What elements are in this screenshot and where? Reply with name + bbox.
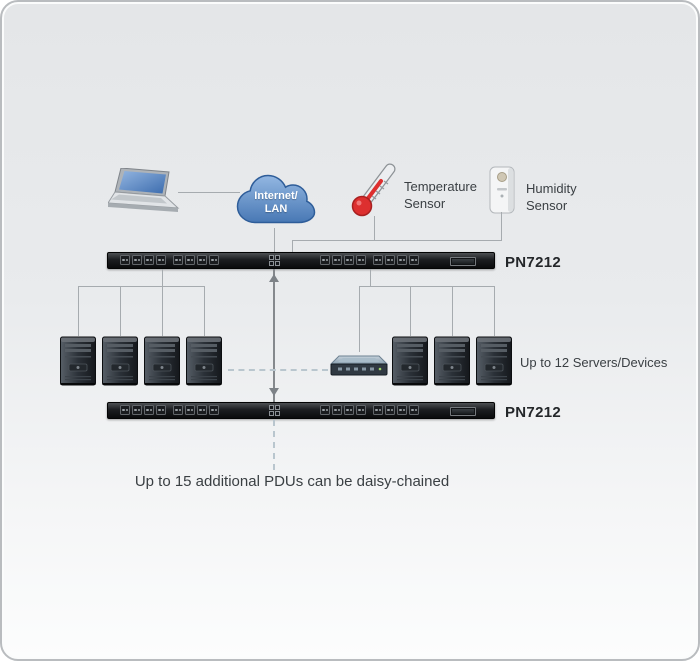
pdu-daisy-ports xyxy=(269,405,281,417)
pdu-outlet xyxy=(397,405,407,415)
humidity-sensor-label-line2: Sensor xyxy=(526,198,568,213)
branch-drop xyxy=(359,286,360,352)
branch-drop xyxy=(204,286,205,336)
pdu-model-label-top: PN7212 xyxy=(505,254,562,271)
humidity-sensor-label-line1: Humidity xyxy=(526,181,577,196)
dashed-more-devices-line xyxy=(228,369,328,371)
pdu-outlet xyxy=(185,405,195,415)
server-tower-icon xyxy=(392,336,428,386)
pdu-outlet-group xyxy=(320,405,419,415)
pdu-model-label-bottom: PN7212 xyxy=(505,404,562,421)
pdu-outlet xyxy=(197,405,207,415)
pdu-outlet xyxy=(320,255,330,265)
connector-temp-bus xyxy=(374,216,375,240)
cloud-label: Internet/ LAN xyxy=(238,190,314,216)
pdu-bar xyxy=(107,252,495,269)
pdu-outlet xyxy=(144,405,154,415)
thermometer-icon xyxy=(350,160,398,218)
branch-drop xyxy=(162,286,163,336)
connector-sensor-bus xyxy=(292,240,502,241)
cloud-label-line1: Internet/ xyxy=(254,190,298,202)
daisy-chain-line xyxy=(273,269,275,402)
server-tower-icon xyxy=(144,336,180,386)
humidity-sensor-icon xyxy=(489,166,515,214)
pdu-outlet xyxy=(385,255,395,265)
pdu-outlet xyxy=(209,255,219,265)
pdu-outlet xyxy=(373,255,383,265)
pdu-outlet xyxy=(156,255,166,265)
dashed-daisy-extension-line xyxy=(273,420,275,470)
pdu-outlet xyxy=(356,255,366,265)
pdu-outlet xyxy=(120,405,130,415)
pdu-outlet xyxy=(132,255,142,265)
connector-cloud-pdu xyxy=(274,228,275,252)
server-tower-icon xyxy=(434,336,470,386)
arrow-down-icon xyxy=(269,388,279,396)
arrow-up-icon xyxy=(269,274,279,282)
laptop-icon xyxy=(108,168,179,213)
pdu-outlet xyxy=(332,255,342,265)
branch-drop xyxy=(120,286,121,336)
pdu-bar xyxy=(107,402,495,419)
branch-drop xyxy=(452,286,453,336)
router-icon xyxy=(330,355,388,376)
pdu-outlet xyxy=(185,255,195,265)
pdu-outlet xyxy=(344,405,354,415)
pdu-outlet-group xyxy=(320,255,419,265)
branch-right-feed xyxy=(370,269,371,286)
humidity-sensor-label: Humidity Sensor xyxy=(526,180,577,214)
branch-drop xyxy=(78,286,79,336)
branch-drop xyxy=(410,286,411,336)
server-tower-icon xyxy=(476,336,512,386)
temperature-sensor-label-line2: Sensor xyxy=(404,196,446,211)
pdu-outlet xyxy=(156,405,166,415)
cloud-label-line2: LAN xyxy=(264,203,288,215)
connector-humidity-bus xyxy=(501,212,502,240)
pdu-outlet xyxy=(320,405,330,415)
pdu-outlet xyxy=(209,405,219,415)
branch-drop xyxy=(494,286,495,336)
pdu-outlet xyxy=(120,255,130,265)
pdu-outlet xyxy=(132,405,142,415)
pdu-outlet-group xyxy=(120,405,219,415)
pdu-daisy-ports xyxy=(269,255,281,267)
branch-left-bus xyxy=(78,286,205,287)
pdu-outlet-group xyxy=(120,255,219,265)
server-tower-icon xyxy=(60,336,96,386)
pdu-display xyxy=(450,257,476,266)
pdu-outlet xyxy=(356,405,366,415)
pdu-outlet xyxy=(344,255,354,265)
pdu-outlet xyxy=(409,405,419,415)
branch-right-bus xyxy=(359,286,495,287)
servers-note: Up to 12 Servers/Devices xyxy=(520,355,668,370)
server-tower-icon xyxy=(186,336,222,386)
daisy-chain-note: Up to 15 additional PDUs can be daisy-ch… xyxy=(134,473,450,490)
branch-left-feed xyxy=(162,269,163,286)
server-tower-icon xyxy=(102,336,138,386)
pdu-outlet xyxy=(197,255,207,265)
connector-laptop-cloud xyxy=(178,192,240,193)
temperature-sensor-label: Temperature Sensor xyxy=(404,178,477,212)
temperature-sensor-label-line1: Temperature xyxy=(404,179,477,194)
pdu-outlet xyxy=(173,405,183,415)
connector-bus-pdu xyxy=(292,240,293,252)
pdu-outlet xyxy=(385,405,395,415)
pdu-outlet xyxy=(409,255,419,265)
pdu-outlet xyxy=(144,255,154,265)
pdu-outlet xyxy=(397,255,407,265)
pdu-display xyxy=(450,407,476,416)
pdu-outlet xyxy=(373,405,383,415)
pdu-outlet xyxy=(332,405,342,415)
pdu-outlet xyxy=(173,255,183,265)
